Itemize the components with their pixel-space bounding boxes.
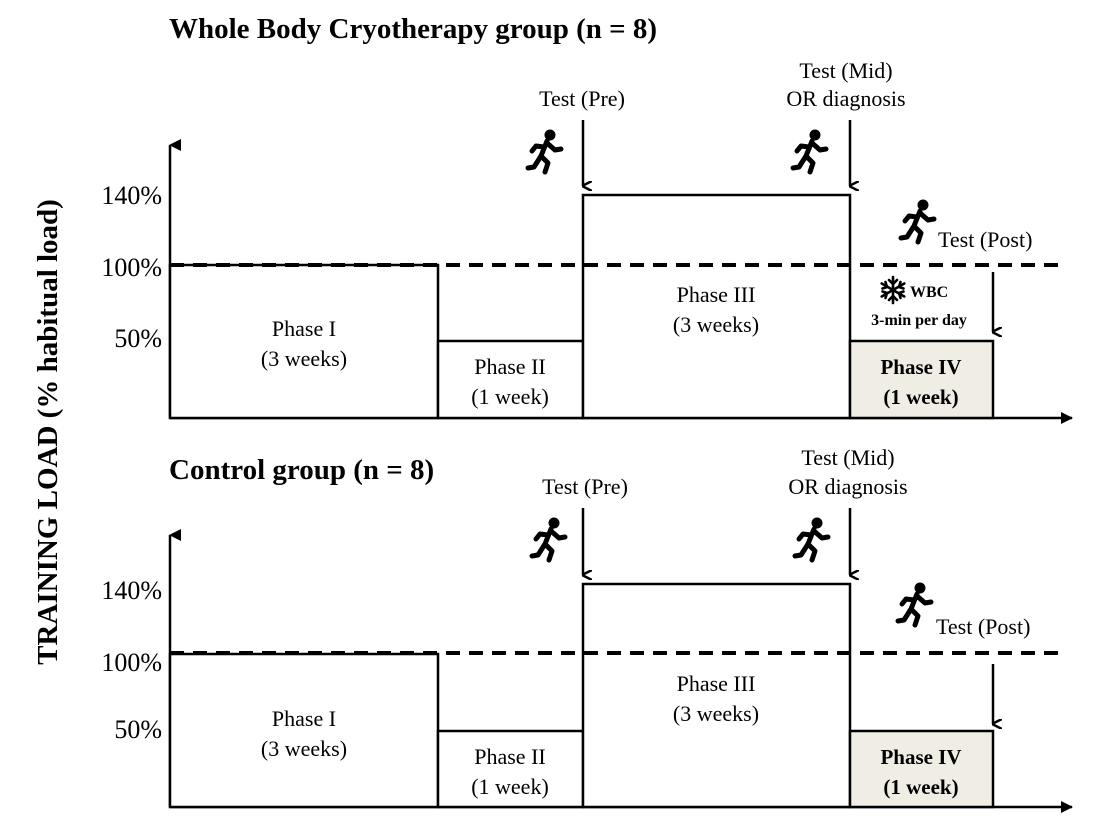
phase-1-duration: (3 weeks) [261, 346, 347, 371]
tick-140: 140% [101, 181, 162, 210]
phase-3-duration: (3 weeks) [673, 312, 759, 337]
phase-3-duration: (3 weeks) [673, 701, 759, 726]
tick-140: 140% [101, 576, 162, 605]
test-post-label: Test (Post) [936, 614, 1030, 639]
wbc-label: WBC [910, 284, 948, 301]
tick-100: 100% [101, 648, 162, 677]
snowflake-icon [880, 275, 906, 305]
phase-3-box [581, 193, 852, 420]
panel-wbc: Whole Body Cryotherapy group (n = 8) 140… [101, 13, 1073, 424]
wbc-detail: 3-min per day [871, 312, 967, 329]
phase-3-name: Phase III [677, 282, 756, 307]
phase-4-name: Phase IV [880, 745, 961, 769]
runner-icon [898, 583, 931, 625]
phase-1-name: Phase I [272, 316, 336, 341]
phase-3-box [581, 582, 852, 809]
tick-50: 50% [114, 324, 162, 353]
test-post-label: Test (Post) [938, 227, 1032, 252]
phase-4-name: Phase IV [880, 355, 961, 379]
phase-2-duration: (1 week) [471, 384, 549, 409]
runner-icon [793, 130, 826, 172]
phase-1-box [168, 263, 440, 420]
phase-2-name: Phase II [474, 744, 545, 769]
test-mid-label: Test (Mid) [801, 445, 894, 470]
tick-100: 100% [101, 253, 162, 282]
phase-2-box [436, 729, 585, 809]
runner-icon [901, 200, 934, 242]
or-diagnosis-label: OR diagnosis [788, 474, 907, 499]
phase-4-box [848, 339, 995, 420]
runner-icon [532, 518, 565, 560]
panel-title: Control group (n = 8) [169, 454, 434, 486]
tick-50: 50% [114, 715, 162, 744]
phase-4-duration: (1 week) [883, 385, 958, 409]
phase-4-duration: (1 week) [883, 775, 958, 799]
phase-4-box [848, 729, 995, 809]
or-diagnosis-label: OR diagnosis [786, 86, 905, 111]
test-pre-label: Test (Pre) [539, 86, 625, 111]
phase-3-name: Phase III [677, 671, 756, 696]
phase-1-name: Phase I [272, 706, 336, 731]
test-pre-label: Test (Pre) [542, 474, 628, 499]
panel-title: Whole Body Cryotherapy group (n = 8) [169, 13, 657, 45]
phase-2-duration: (1 week) [471, 774, 549, 799]
phase-2-name: Phase II [474, 354, 545, 379]
phase-1-box [168, 652, 440, 809]
runner-icon [528, 130, 561, 172]
panel-control: Control group (n = 8) 140% 100% 50% Phas… [101, 445, 1073, 813]
test-mid-label: Test (Mid) [799, 58, 892, 83]
phase-1-duration: (3 weeks) [261, 736, 347, 761]
runner-icon [795, 518, 828, 560]
y-axis-label: TRAINING LOAD (% habitual load) [32, 199, 64, 665]
